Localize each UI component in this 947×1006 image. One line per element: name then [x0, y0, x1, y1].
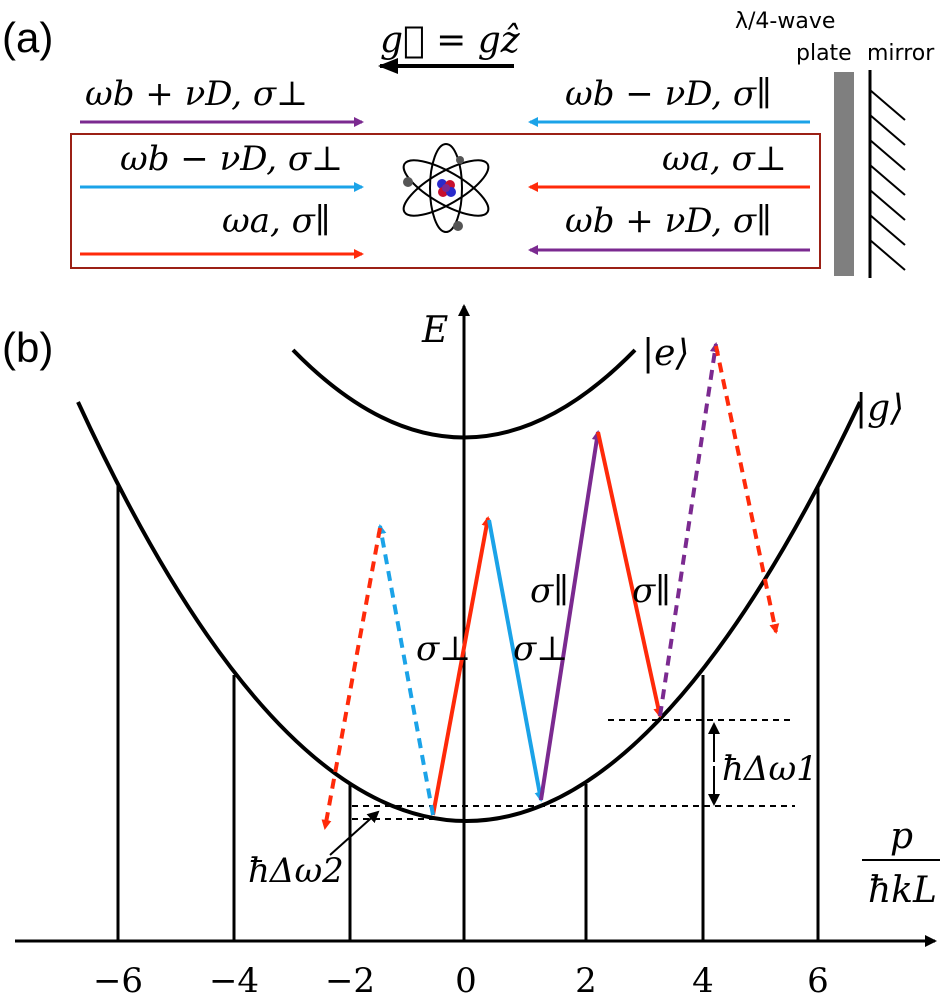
- ground-state-label: |g⟩: [855, 388, 904, 429]
- beam-label: ωb + νD, σ∥: [565, 201, 772, 241]
- beam-row-1-right: ωb − νD, σ∥: [528, 74, 810, 127]
- transition-red-up: [431, 516, 492, 816]
- momentum-lines: [116, 486, 820, 941]
- interaction-region-box: [70, 133, 821, 269]
- panel-a-label: (a): [2, 14, 53, 61]
- quarter-wave-plate: [834, 72, 854, 276]
- beam-row-2-right: ωa, σ⊥: [528, 139, 810, 192]
- mirror-label: mirror: [867, 41, 935, 66]
- transition-dashed-red-down-right: [714, 345, 780, 634]
- x-tick-labels: −6 −4 −2 0 2 4 6: [93, 961, 829, 1001]
- sigma-perp-label-left: σ⊥: [416, 629, 471, 669]
- transition-blue-down: [487, 519, 545, 802]
- beam-label: ωb − νD, σ⊥: [120, 139, 343, 179]
- atom-icon: [402, 143, 490, 233]
- sigma-perp-label-right: σ⊥: [513, 629, 568, 669]
- x-tick-label: −4: [209, 961, 259, 1001]
- excited-state-parabola: [291, 348, 637, 440]
- waveplate-label-line2: plate: [796, 41, 852, 66]
- transition-purple-up: [539, 430, 602, 801]
- sigma-par-label-right: σ∥: [632, 571, 671, 611]
- ground-state-parabola: [76, 401, 862, 823]
- dashed-transitions: [321, 342, 780, 830]
- x-tick-label: 4: [692, 961, 714, 1001]
- panel-b-label: (b): [2, 324, 53, 371]
- x-tick-label: −6: [93, 961, 143, 1001]
- mirror: [868, 70, 906, 278]
- beam-row-1-left: ωb + νD, σ⊥: [80, 74, 364, 127]
- beam-label: ωb + νD, σ⊥: [85, 74, 308, 114]
- transition-dashed-blue-up: [376, 524, 435, 816]
- x-axis-label-denominator: ħkL: [868, 870, 937, 911]
- y-axis-label: E: [421, 310, 448, 351]
- beam-row-3-left: ωa, σ∥: [80, 201, 364, 259]
- beam-label: ωb − νD, σ∥: [565, 74, 772, 114]
- x-tick-label: −2: [325, 961, 375, 1001]
- sigma-par-label-left: σ∥: [530, 571, 569, 611]
- gravity-label: g⃗ = gẑ: [380, 20, 521, 61]
- excited-state-label: |e⟩: [642, 333, 689, 374]
- energy-gap-2-arrow: [329, 810, 380, 856]
- beam-label: ωa, σ∥: [222, 201, 331, 241]
- x-tick-label: 2: [575, 961, 597, 1001]
- x-axis-label-numerator: p: [890, 816, 913, 857]
- x-axis-label: p ħkL: [862, 816, 940, 911]
- transition-red-down: [596, 431, 664, 718]
- energy-gap-1-label: ħΔω1: [722, 749, 818, 789]
- energy-gap-2-label: ħΔω2: [248, 851, 344, 891]
- waveplate-label-line1: λ/4-wave: [735, 9, 835, 34]
- beam-row-2-left: ωb − νD, σ⊥: [80, 139, 364, 192]
- transition-dashed-purple-up: [658, 342, 720, 717]
- beam-label: ωa, σ⊥: [662, 139, 787, 179]
- beam-row-3-right: ωb + νD, σ∥: [528, 201, 810, 255]
- x-tick-label: 6: [807, 961, 829, 1001]
- x-tick-label: 0: [455, 961, 477, 1001]
